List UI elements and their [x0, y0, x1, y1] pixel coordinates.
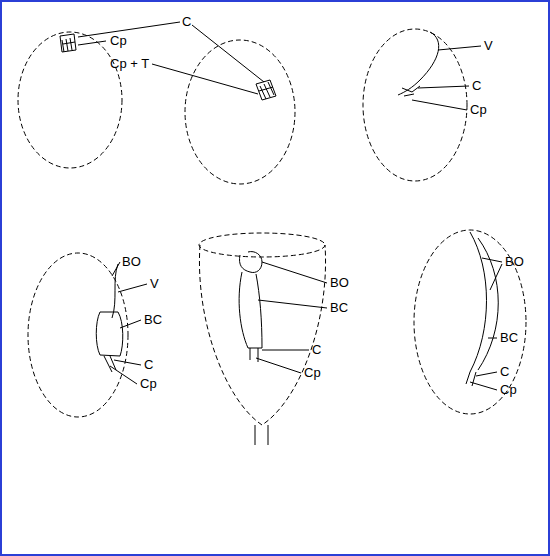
- part-label: C: [472, 78, 481, 93]
- part-label: V: [484, 38, 493, 53]
- part-label: C: [182, 14, 191, 29]
- part-label: BO: [330, 275, 349, 290]
- part-label: BC: [144, 312, 162, 327]
- part-label: V: [150, 276, 159, 291]
- part-label: C: [144, 357, 153, 372]
- leader-lines: [78, 22, 502, 390]
- part-label: Cp: [470, 102, 487, 117]
- part-label: C: [312, 342, 321, 357]
- part-label: Cp + T: [110, 56, 149, 71]
- part-label: BC: [500, 330, 518, 345]
- part-label: Cp: [140, 376, 157, 391]
- part-label: C: [500, 364, 509, 379]
- ovule-details: [60, 32, 498, 445]
- part-label: BC: [330, 300, 348, 315]
- part-label: Cp: [500, 382, 517, 397]
- part-label: Cp: [304, 365, 321, 380]
- part-label: BO: [505, 254, 524, 269]
- part-label: BO: [122, 254, 141, 269]
- part-label: Cp: [110, 33, 127, 48]
- ovule-outlines: [18, 29, 526, 425]
